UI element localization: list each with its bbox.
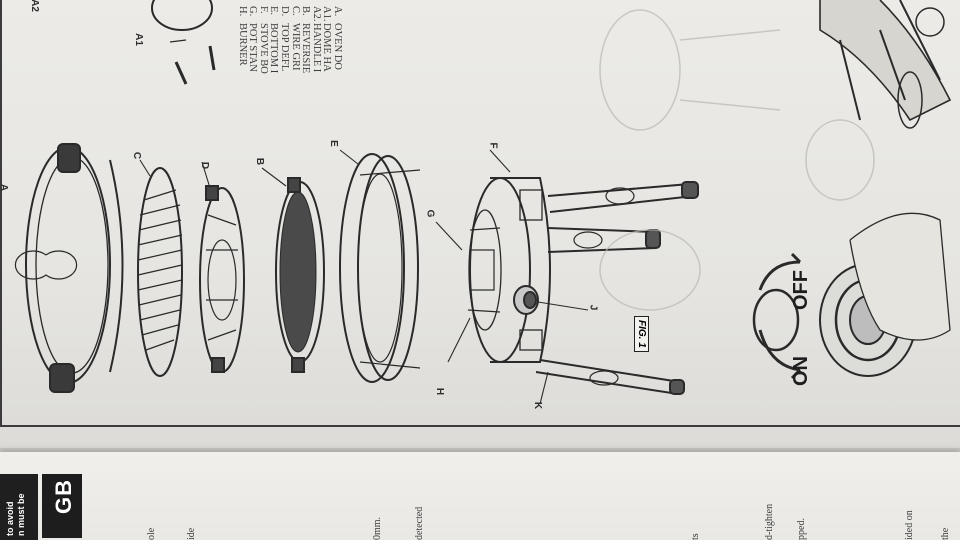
part-label-f: F: [487, 142, 499, 149]
part-label-b: B: [254, 157, 266, 166]
part-label-k: K: [532, 401, 544, 410]
manual-page-bottom: [0, 452, 960, 540]
part-label-g: G: [424, 209, 436, 218]
wire-grill-part-c: [137, 167, 183, 377]
part-label-d: D: [199, 161, 211, 170]
knob-off-label: OFF: [790, 270, 812, 310]
manual-page-top: [0, 0, 960, 448]
text-fragment: 0mm.: [372, 516, 383, 540]
legend-item: F.STOVE BO: [257, 6, 269, 74]
figure-label: FIG. 1: [634, 316, 649, 352]
text-fragment: ided on: [904, 510, 915, 540]
legend-item: A1.DOME HA: [321, 6, 333, 72]
legend-item: A2.HANDLE I: [310, 6, 322, 73]
legend-item: H.BURNER: [236, 6, 248, 66]
part-label-c: C: [131, 151, 143, 160]
warning-box: to avoid n must be: [0, 474, 38, 540]
figure-frame-bottom: [0, 425, 960, 427]
legend-item: G.POT STAN: [247, 6, 259, 72]
language-badge: GB: [42, 474, 82, 538]
text-fragment: ole: [146, 527, 157, 540]
part-label-a: A: [0, 184, 9, 191]
part-label-e: E: [327, 140, 339, 147]
reversible-plate-part-b: [275, 177, 325, 373]
text-fragment: ts: [690, 533, 701, 540]
parts-legend: A.OVEN DO A1.DOME HA A2.HANDLE I B.REVER…: [236, 6, 343, 74]
top-deflector-part-d: [199, 185, 245, 373]
figure-frame-left: [0, 0, 2, 426]
text-fragment: ide: [186, 527, 197, 540]
stove-body-part-f: [467, 177, 699, 396]
text-fragment: detected: [414, 506, 425, 540]
legend-item: A.OVEN DO: [332, 6, 343, 70]
text-fragment: pped.: [796, 518, 807, 540]
text-fragment: the: [940, 527, 951, 540]
legend-item: D.TOP DEFL: [279, 6, 291, 72]
knob-on-label: ON: [790, 356, 812, 386]
legend-item: B.REVERSIE: [300, 6, 312, 74]
part-label-j: J: [587, 304, 599, 311]
legend-item: C.WIRE GRI: [289, 6, 301, 71]
part-label-a1: A1: [132, 33, 144, 46]
legend-item: E.BOTTOM I: [268, 6, 280, 74]
text-fragment: d-tighten: [764, 503, 775, 540]
oven-dome-part-a: [14, 143, 124, 393]
warning-line: to avoid: [5, 501, 15, 536]
part-label-h: H: [434, 387, 446, 396]
warning-line: n must be: [16, 493, 26, 536]
bottom-plate-part-e: [339, 153, 421, 383]
part-label-a2: A2: [28, 0, 40, 12]
